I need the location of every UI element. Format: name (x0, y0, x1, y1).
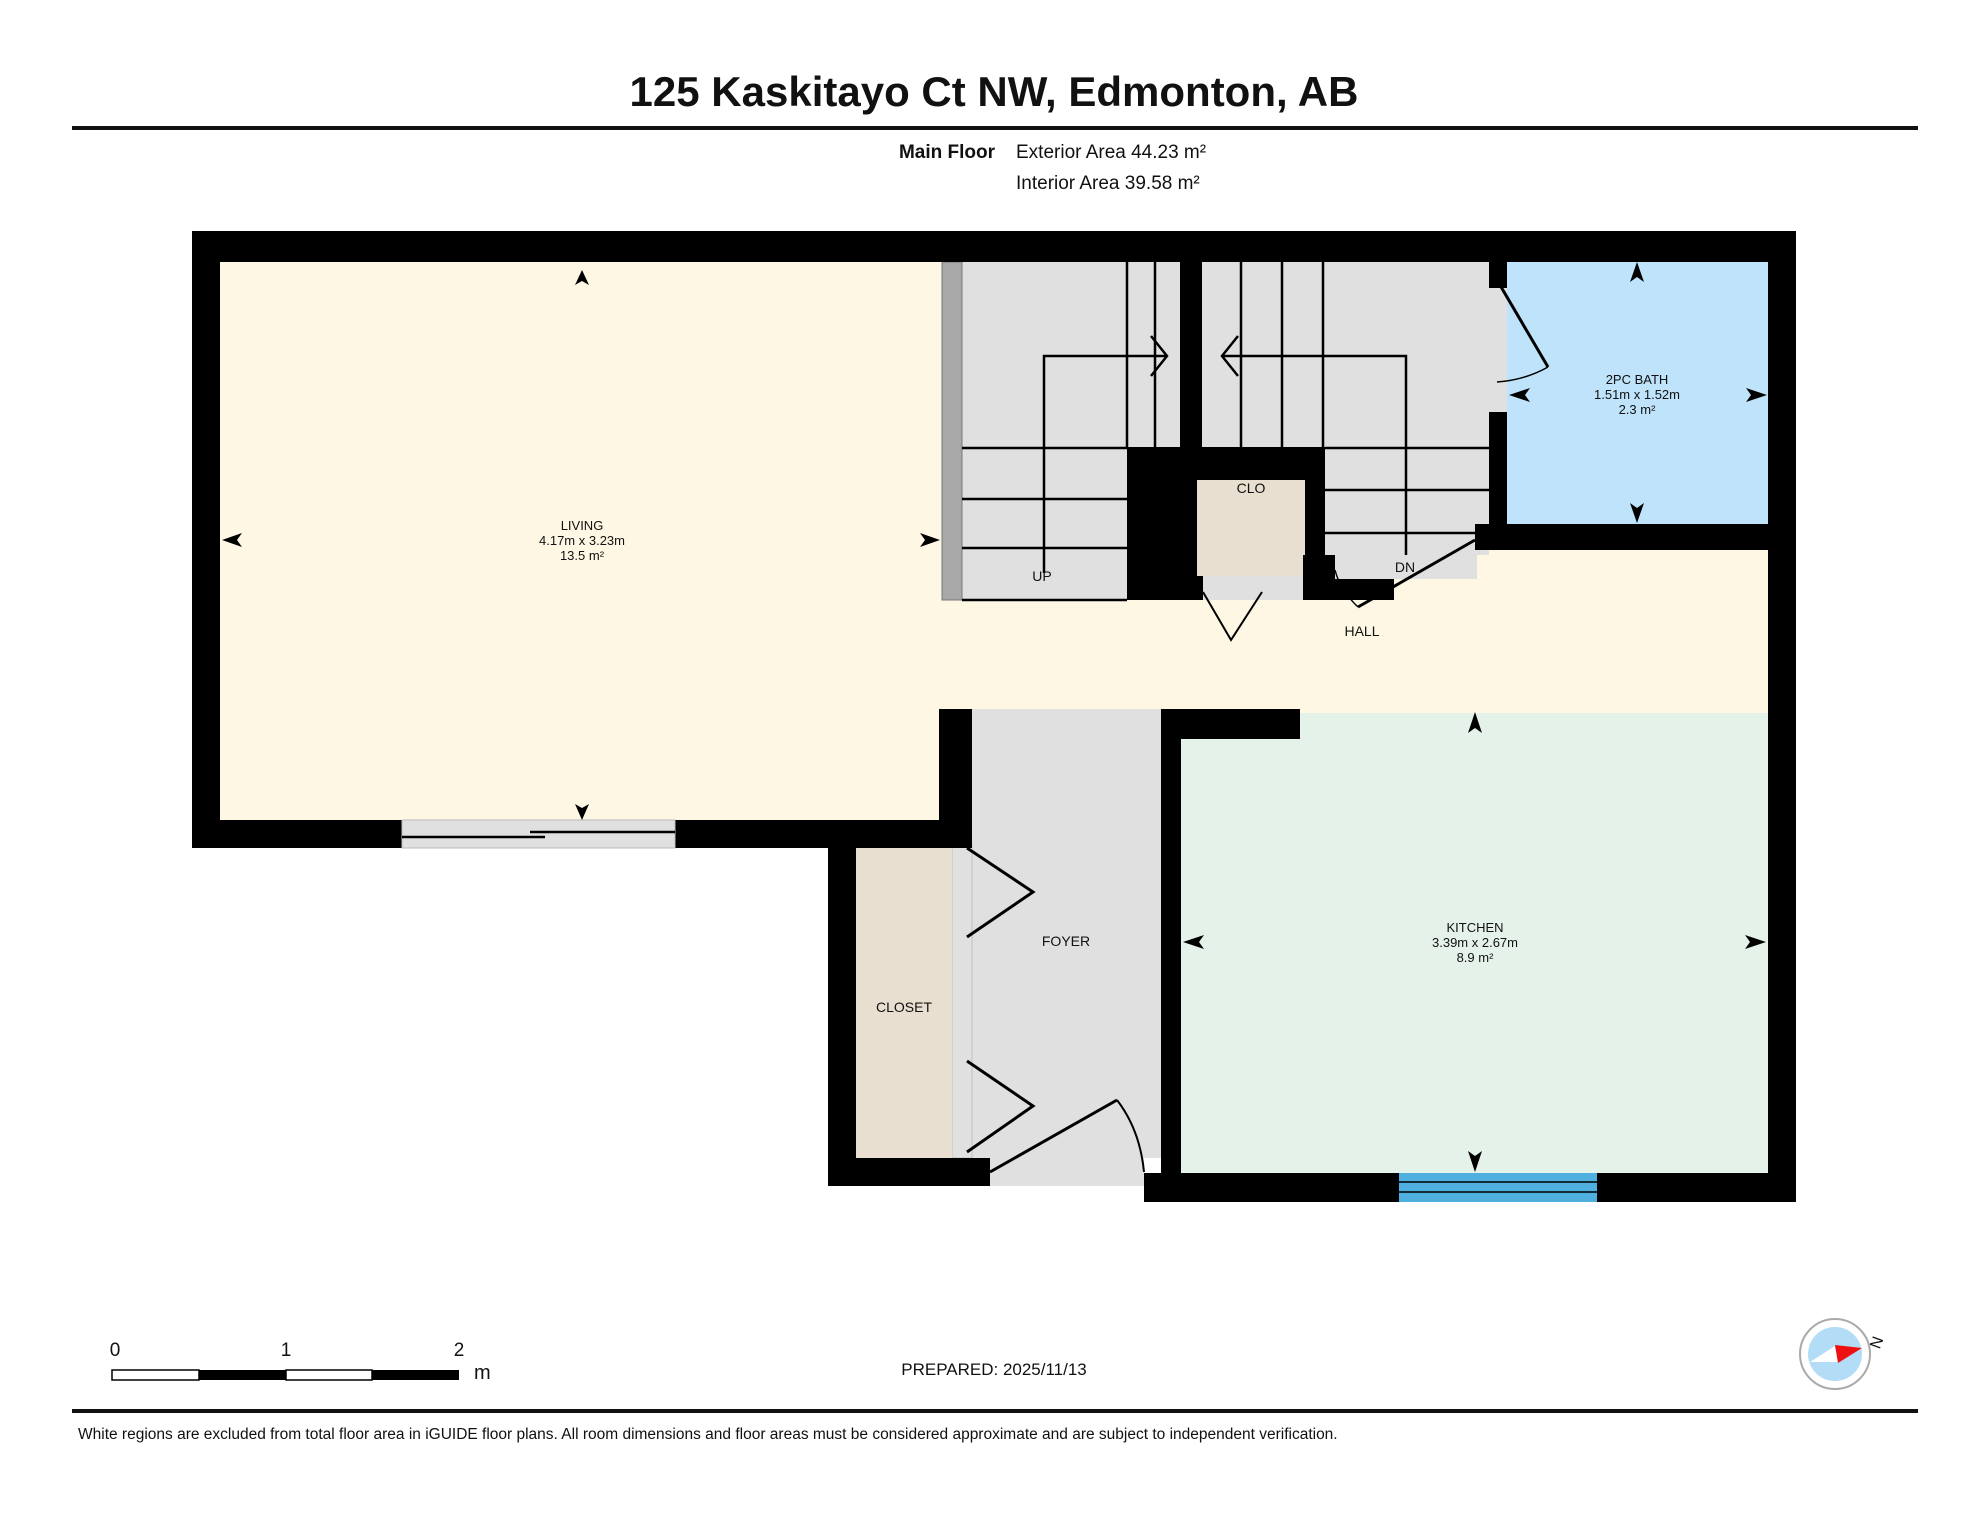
room-name: 2PC BATH (1605, 372, 1669, 387)
wall-stair-divider (1180, 262, 1202, 452)
clo-fill (1197, 480, 1305, 576)
scale-tick-2: 2 (453, 1340, 465, 1361)
arrow-left-icon (222, 533, 242, 547)
clo-door-track (1203, 576, 1303, 600)
scale-tick-1: 1 (280, 1340, 292, 1361)
floor-name: Main Floor (898, 142, 995, 163)
scale-bar (111, 1369, 459, 1381)
walls (192, 231, 1796, 1202)
bath-door (1495, 279, 1550, 383)
closet-door-track (951, 846, 973, 1159)
closet-bifold-doors (966, 846, 1036, 1154)
room-label-closet: CLOSET (875, 999, 933, 1015)
arrow-down-icon (1468, 1151, 1482, 1172)
exterior-area: Exterior Area 44.23 m² (1016, 142, 1207, 163)
foyer-fill (972, 709, 1161, 1158)
kitchen-window (1399, 1173, 1597, 1202)
room-label-foyer: FOYER (1041, 933, 1091, 949)
compass-icon (1799, 1318, 1871, 1390)
arrow-down-icon (575, 804, 589, 820)
front-door (989, 1098, 1145, 1186)
arrow-right-icon (920, 533, 940, 547)
stair-railing (941, 261, 963, 601)
arrow-left-icon (1509, 388, 1530, 402)
dn-door-track (1335, 555, 1477, 579)
dimension-arrows (222, 262, 1767, 1172)
stairs-up-label: UP (1032, 568, 1052, 584)
room-name: LIVING (560, 518, 604, 533)
room-label-bath: 2PC BATH 1.51m x 1.52m 2.3 m² (1594, 372, 1680, 417)
room-area: 8.9 m² (1456, 950, 1494, 965)
living-room-fill (220, 262, 942, 820)
room-name: KITCHEN (1446, 920, 1504, 935)
bath-door-track (1487, 288, 1507, 412)
bath-fill (1507, 259, 1768, 524)
stairs-down-treads (1220, 262, 1489, 555)
stairs-up-treads (962, 262, 1169, 602)
arrow-up-icon (575, 270, 589, 285)
living-patio-door (401, 819, 676, 849)
room-dimensions: 1.51m x 1.52m (1594, 387, 1680, 402)
disclaimer-text: White regions are excluded from total fl… (78, 1426, 1338, 1443)
arrow-up-icon (1468, 712, 1482, 733)
closet-fill (856, 837, 952, 1158)
room-area: 2.3 m² (1618, 402, 1656, 417)
stairs-down-door (1334, 538, 1476, 609)
arrow-right-icon (1746, 388, 1767, 402)
page-title: 125 Kaskitayo Ct NW, Edmonton, AB (629, 68, 1359, 115)
prepared-date: PREPARED: 2025/11/13 (901, 1360, 1087, 1379)
room-label-clo: CLO (1236, 480, 1266, 496)
arrow-right-icon (1745, 935, 1766, 949)
room-label-living: LIVING 4.17m x 3.23m 13.5 m² (539, 518, 625, 563)
clo-door (1202, 591, 1263, 642)
room-label-hall: HALL (1344, 623, 1380, 639)
footer-divider (72, 1409, 1918, 1413)
room-area: 13.5 m² (559, 548, 605, 563)
room-dimensions: 3.39m x 2.67m (1432, 935, 1518, 950)
header-divider (72, 126, 1918, 130)
kitchen-fill (1181, 713, 1768, 1173)
room-dimensions: 4.17m x 3.23m (539, 533, 625, 548)
interior-area: Interior Area 39.58 m² (1016, 173, 1200, 194)
room-label-kitchen: KITCHEN 3.39m x 2.67m 8.9 m² (1432, 920, 1518, 965)
scale-tick-0: 0 (109, 1340, 121, 1361)
arrow-down-icon (1630, 503, 1644, 523)
stairs-down-label: DN (1394, 559, 1416, 575)
scale-unit: m (474, 1362, 491, 1384)
arrow-left-icon (1183, 935, 1204, 949)
arrow-up-icon (1630, 262, 1644, 282)
